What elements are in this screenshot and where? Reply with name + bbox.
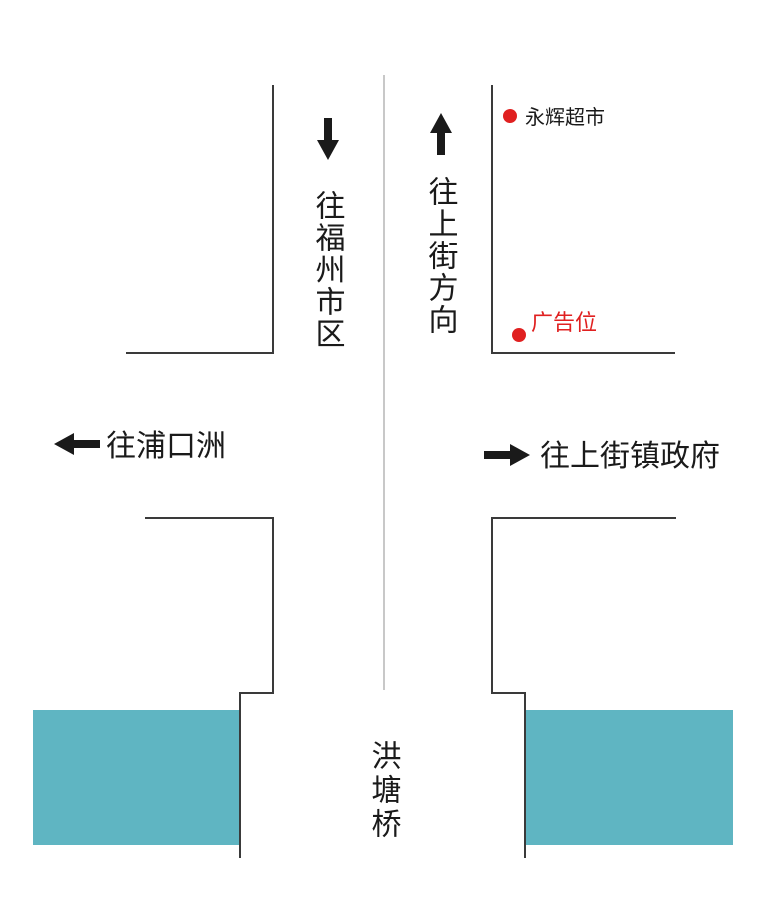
road-edge-lower-right: [491, 517, 676, 858]
arrow-right-icon: [484, 444, 530, 466]
location-dot-icon: [503, 109, 517, 123]
river-water-left: [33, 710, 240, 845]
label-to-shangjie: 往上街方向: [423, 176, 459, 336]
arrow-down-icon: [317, 118, 339, 160]
river-water-right: [525, 710, 733, 845]
road-edge-upper-right: [491, 85, 675, 354]
label-to-fuzhou: 往福州市区: [310, 190, 346, 350]
poi-supermarket-label: 永辉超市: [525, 105, 605, 129]
poi-supermarket[interactable]: 永辉超市: [503, 105, 605, 129]
poi-ad-spot[interactable]: 广告位: [512, 311, 597, 342]
label-to-pukouzhou: 往浦口洲: [106, 429, 226, 464]
road-edge-upper-left: [126, 85, 274, 354]
road-edge-lower-left: [145, 517, 274, 858]
location-dot-icon: [512, 328, 526, 342]
arrow-up-icon: [430, 113, 452, 155]
label-bridge: 洪塘桥: [366, 740, 402, 842]
label-to-town-government: 往上街镇政府: [540, 439, 720, 474]
arrow-left-icon: [54, 433, 100, 455]
poi-ad-spot-label: 广告位: [531, 311, 597, 336]
